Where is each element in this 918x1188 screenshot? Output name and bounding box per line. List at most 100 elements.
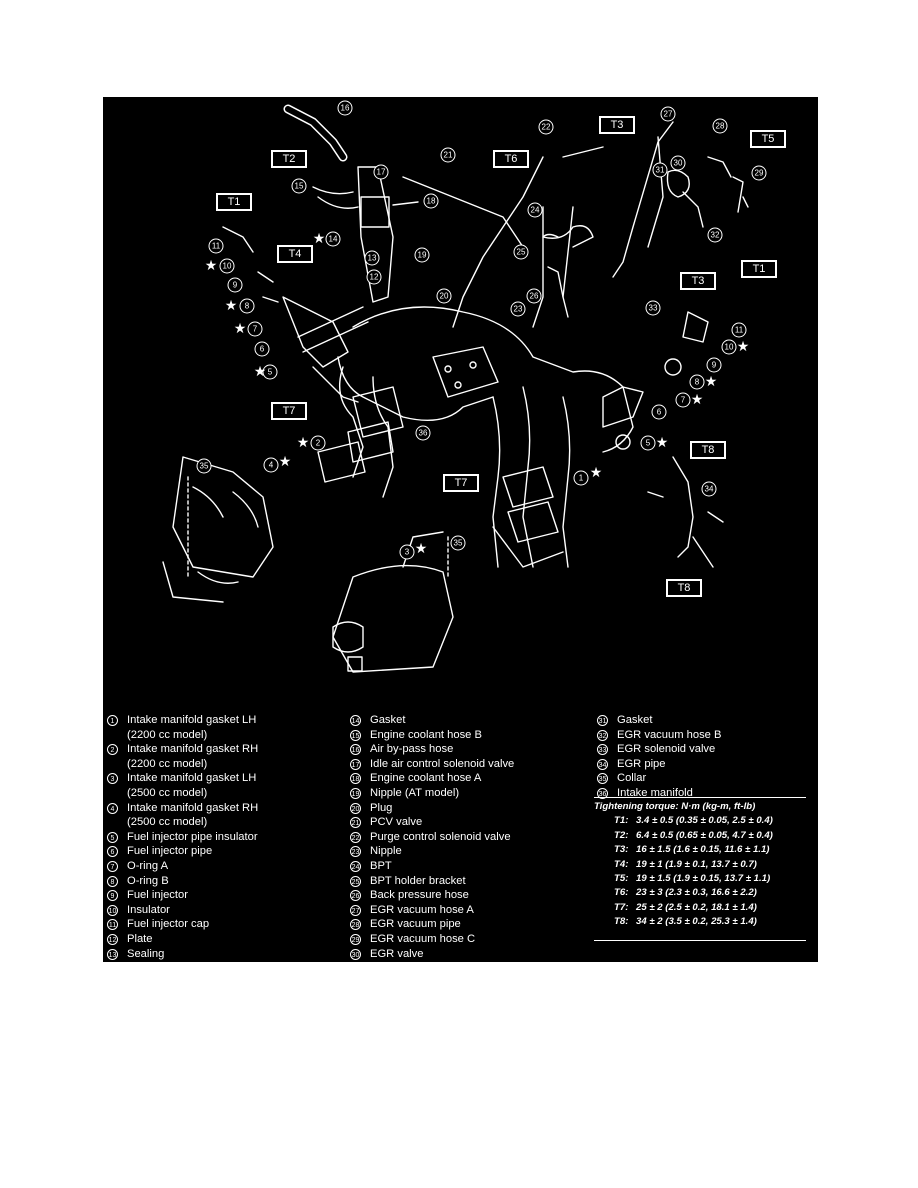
svg-text:T1: T1 (228, 196, 241, 208)
svg-text:T7: T7 (283, 405, 296, 417)
legend-number: 14 (350, 713, 370, 728)
legend-text: Collar (617, 772, 647, 785)
torque-row: T1:3.4 ± 0.5 (0.35 ± 0.05, 2.5 ± 0.4) (594, 814, 806, 828)
svg-text:8: 8 (245, 302, 250, 311)
legend-number: 21 (350, 815, 370, 830)
svg-text:T1: T1 (753, 263, 766, 275)
svg-text:T3: T3 (611, 119, 624, 131)
svg-text:5: 5 (268, 368, 273, 377)
svg-text:26: 26 (530, 292, 539, 301)
legend-item: (2200 cc model) (107, 757, 258, 772)
torque-box-t7-left: T7 (271, 402, 307, 420)
legend-number: 5 (107, 830, 127, 845)
svg-text:6: 6 (260, 345, 265, 354)
svg-text:9: 9 (712, 361, 717, 370)
legend-number: 3 (107, 771, 127, 786)
svg-text:4: 4 (269, 461, 274, 470)
svg-text:29: 29 (755, 169, 764, 178)
legend-number-badge: 29 (350, 933, 361, 945)
torque-key: T3: (614, 844, 629, 856)
legend-number-badge: 11 (107, 919, 118, 931)
legend-text: Fuel injector (127, 889, 188, 902)
torque-key: T7: (614, 901, 629, 913)
legend-text: Plate (127, 932, 153, 945)
legend-number: 7 (107, 859, 127, 874)
legend-number-badge: 33 (597, 744, 608, 756)
svg-text:16: 16 (341, 104, 350, 113)
legend-number-badge: 1 (107, 715, 118, 726)
legend-number: 1 (107, 713, 127, 728)
legend-number: 16 (350, 742, 370, 757)
svg-text:34: 34 (705, 485, 714, 494)
legend-number-badge: 2 (107, 744, 118, 756)
torque-row: T2:6.4 ± 0.5 (0.65 ± 0.05, 4.7 ± 0.4) (594, 829, 806, 843)
torque-box-t6: T6 (493, 150, 529, 168)
legend-text: Purge control solenoid valve (370, 830, 511, 843)
torque-top-rule (594, 797, 806, 798)
legend-number-badge: 5 (107, 831, 118, 843)
torque-row: T4:19 ± 1 (1.9 ± 0.1, 13.7 ± 0.7) (594, 858, 806, 872)
legend-text: Fuel injector pipe (127, 845, 213, 858)
svg-text:★: ★ (415, 541, 428, 557)
legend-text: (2200 cc model) (127, 757, 208, 770)
torque-spec-table: Tightening torque: N·m (kg-m, ft-lb) T1:… (594, 797, 806, 941)
svg-text:18: 18 (427, 197, 436, 206)
svg-text:31: 31 (656, 166, 665, 175)
legend-text: Fuel injector cap (127, 918, 210, 931)
torque-box-t4: T4 (277, 245, 313, 263)
svg-text:5: 5 (646, 439, 651, 448)
legend-number: 25 (350, 874, 370, 889)
legend-number: 9 (107, 888, 127, 903)
torque-row: T5:19 ± 1.5 (1.9 ± 0.15, 13.7 ± 1.1) (594, 872, 806, 886)
legend-text: Plug (370, 801, 393, 814)
svg-text:7: 7 (253, 325, 258, 334)
svg-text:★: ★ (205, 258, 218, 274)
legend-number: 13 (107, 947, 127, 962)
svg-text:27: 27 (664, 110, 673, 119)
legend-number: 29 (350, 932, 370, 947)
torque-key: T1: (614, 815, 629, 827)
star-markers: ★ ★ ★ ★ ★ ★ ★ ★ ★ ★ ★ ★ ★ (205, 231, 750, 557)
svg-text:32: 32 (711, 231, 720, 240)
torque-value: 6.4 ± 0.5 (0.65 ± 0.05, 4.7 ± 0.4) (636, 829, 773, 841)
legend-text: BPT holder bracket (370, 874, 466, 887)
svg-text:★: ★ (313, 231, 326, 247)
legend-text: Intake manifold gasket LH (127, 714, 257, 726)
legend-number-badge: 16 (350, 744, 361, 756)
legend-text: EGR pipe (617, 757, 666, 770)
legend-number: 10 (107, 903, 127, 918)
torque-box-t3-mid: T3 (680, 272, 716, 290)
legend-number: 36 (597, 786, 617, 801)
svg-text:13: 13 (368, 254, 377, 263)
legend-text: Back pressure hose (370, 889, 469, 902)
svg-text:35: 35 (454, 539, 463, 548)
legend-text: Sealing (127, 947, 165, 960)
legend-number-badge: 23 (350, 846, 361, 858)
diagram-panel: T1 T2 T4 T6 T3 T5 T3 T1 T7 T7 T8 T8 (103, 97, 818, 962)
legend-number-badge: 7 (107, 860, 118, 872)
legend-number: 27 (350, 903, 370, 918)
legend-number: 30 (350, 947, 370, 962)
legend-number (107, 786, 127, 801)
svg-text:★: ★ (279, 454, 292, 470)
legend-number: 20 (350, 801, 370, 816)
svg-text:★: ★ (254, 364, 267, 380)
legend-text: Air by-pass hose (370, 743, 454, 756)
svg-text:★: ★ (225, 298, 238, 314)
legend-number: 19 (350, 786, 370, 801)
svg-text:24: 24 (531, 206, 540, 215)
torque-box-t8-top: T8 (690, 441, 726, 459)
torque-key: T5: (614, 873, 629, 885)
